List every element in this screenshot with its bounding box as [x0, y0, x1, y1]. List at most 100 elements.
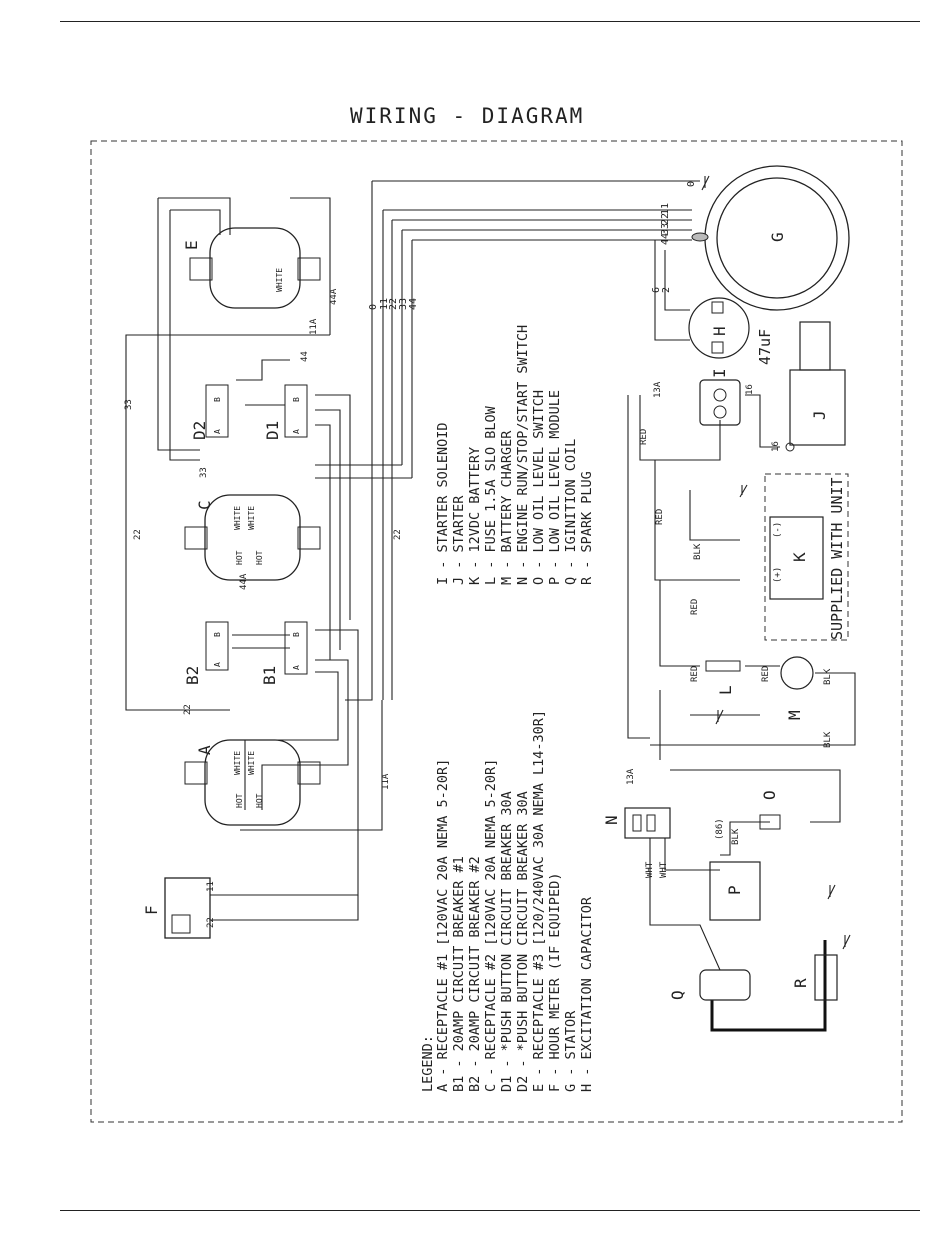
label-a: A — [195, 745, 214, 755]
breaker-b: B — [213, 632, 222, 637]
charger-body — [780, 656, 814, 690]
label-g: G — [768, 232, 787, 242]
wire-33: 33 — [124, 399, 134, 410]
switch-contact — [632, 814, 642, 832]
switch-body — [624, 807, 671, 839]
legend-item: J - STARTER — [451, 495, 467, 585]
legend-item: K - 12VDC BATTERY — [467, 447, 483, 585]
diagram-title: WIRING - DIAGRAM — [350, 104, 585, 128]
receptacle-c-mount — [297, 526, 321, 550]
diagram-frame — [90, 140, 903, 1123]
stator-22: 22 — [660, 213, 671, 225]
switch-contact — [646, 814, 656, 832]
white-label: WHITE — [233, 506, 242, 530]
legend-item: G - STATOR — [563, 1010, 579, 1092]
wire-11: 11 — [206, 881, 216, 892]
legend-item: C - RECEPTACLE #2 [120VAC 20A NEMA 5-20R… — [483, 759, 499, 1092]
supplied-box — [764, 473, 849, 641]
breaker-b: B — [213, 397, 222, 402]
receptacle-a-body — [204, 739, 301, 826]
label-n: N — [602, 815, 621, 825]
label-f: F — [142, 905, 161, 915]
wire-16: 16 — [771, 441, 781, 452]
legend-item: B2 - 20AMP CIRCUIT BREAKER #2 — [467, 856, 483, 1092]
label-d2: D2 — [190, 421, 209, 440]
spark-plug-body — [814, 954, 838, 1001]
label-h: H — [710, 326, 729, 336]
wire-22: 22 — [393, 529, 403, 540]
wire-13a: 13A — [653, 381, 663, 398]
white-label: WHITE — [233, 751, 242, 775]
stator-connector — [691, 232, 709, 242]
hot-label: HOT — [255, 550, 264, 565]
hot-label: HOT — [255, 793, 264, 808]
legend-item: R - SPARK PLUG — [579, 471, 595, 585]
wire-11a: 11A — [309, 318, 319, 335]
top-rule — [60, 21, 920, 22]
oil-module-body — [709, 861, 761, 921]
breaker-d2 — [205, 384, 229, 438]
starter-body — [789, 369, 846, 446]
hour-meter-body — [164, 877, 211, 939]
label-b1: B1 — [260, 666, 279, 685]
white-label: WHITE — [247, 506, 256, 530]
stator-0: 0 — [686, 181, 697, 187]
wire-22: 22 — [206, 917, 216, 928]
capacitor-value: 47uF — [756, 329, 774, 365]
wire-red-label: RED — [639, 429, 649, 445]
wire-22: 22 — [133, 529, 143, 540]
coil-body — [699, 969, 751, 1001]
legend-item: D2 - *PUSH BUTTON CIRCUIT BREAKER 30A — [515, 791, 531, 1092]
stator-44: 44 — [660, 233, 671, 245]
label-b2: B2 — [183, 666, 202, 685]
legend-item: A - RECEPTACLE #1 [120VAC 20A NEMA 5-20R… — [435, 759, 451, 1092]
solenoid-post — [713, 405, 727, 419]
bus-22: 22 — [388, 298, 399, 310]
label-c: C — [195, 500, 214, 510]
bus-11: 11 — [379, 298, 390, 310]
ignition-lead — [710, 940, 827, 1032]
capacitor-terminal — [711, 341, 724, 354]
wire-33: 33 — [199, 467, 209, 478]
legend-item: F - HOUR METER (IF EQUIPED) — [547, 873, 563, 1092]
wire-11a: 11A — [381, 773, 391, 790]
wire-blk-label: BLK — [731, 828, 741, 845]
legend-item: B1 - 20AMP CIRCUIT BREAKER #1 — [451, 856, 467, 1092]
legend-item: M - BATTERY CHARGER — [499, 430, 515, 585]
supplied-with-unit: SUPPLIED WITH UNIT — [828, 477, 846, 640]
breaker-b: B — [292, 397, 301, 402]
breaker-a: A — [292, 429, 301, 434]
wire-44: 44 — [300, 351, 310, 362]
receptacle-e-body — [209, 227, 301, 309]
wire-red-label: RED — [655, 509, 665, 525]
bus-33: 33 — [398, 298, 409, 310]
wire-red-label: RED — [761, 666, 771, 682]
hour-meter-window — [171, 914, 191, 934]
stator-11: 11 — [660, 203, 671, 215]
battery-minus: (-) — [773, 522, 783, 538]
bottom-rule — [60, 1210, 920, 1211]
receptacle-a-mount — [184, 761, 208, 785]
fuse-body — [705, 660, 741, 672]
receptacle-a-mount — [297, 761, 321, 785]
wire-wht-label: WHT — [645, 861, 655, 878]
cap-6: 6 — [651, 287, 662, 293]
legend-item: O - LOW OIL LEVEL SWITCH — [531, 390, 547, 585]
label-i: I — [710, 368, 729, 378]
breaker-b2 — [205, 621, 229, 671]
wire-red-label: RED — [690, 599, 700, 615]
legend-item: I - STARTER SOLENOID — [435, 422, 451, 585]
wire-44a: 44A — [239, 573, 249, 590]
label-o: O — [760, 790, 779, 800]
legend-item: Q - IGINITION COIL — [563, 439, 579, 585]
legend: LEGEND: A - RECEPTACLE #1 [120VAC 20A NE… — [420, 325, 595, 1092]
receptacle-e-mount — [297, 257, 321, 281]
legend-item: D1 - *PUSH BUTTON CIRCUIT BREAKER 30A — [499, 791, 515, 1092]
legend-item: L - FUSE 1.5A SLO BLOW — [483, 405, 499, 585]
label-r: R — [791, 978, 810, 988]
oil-switch-body — [759, 814, 781, 830]
wire-blk-label: BLK — [823, 731, 833, 748]
legend-heading: LEGEND: — [420, 1035, 436, 1092]
wire-wht-label: WHT — [659, 861, 669, 878]
